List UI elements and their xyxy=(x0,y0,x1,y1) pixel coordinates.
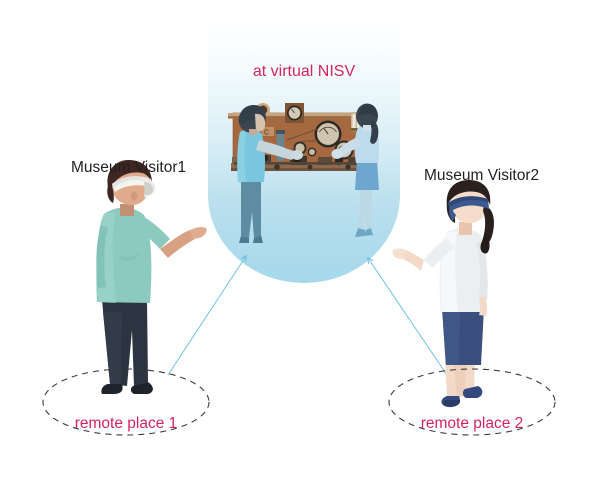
virtual-space-title: at virtual NISV xyxy=(253,63,356,80)
visitor1-label: Museum Visitor1 xyxy=(71,159,186,176)
svg-text:C: C xyxy=(264,130,269,137)
person-visitor1: Museum Visitor1 xyxy=(71,159,207,394)
visitor2-label: Museum Visitor2 xyxy=(424,167,539,184)
person-visitor2: Museum Visitor2 xyxy=(392,167,539,408)
avatar-visitor1 xyxy=(237,105,303,243)
link-visitor2-to-virtual xyxy=(368,258,448,376)
link-visitor1-to-virtual xyxy=(167,256,246,376)
remote-place-2-ellipse xyxy=(388,368,556,436)
remote-place-2-label: remote place 2 xyxy=(421,415,524,432)
remote-place-1-group: remote place 1 xyxy=(42,368,210,436)
connector-arrows xyxy=(167,256,448,376)
remote-place-1-ellipse xyxy=(42,368,210,436)
remote-place-1-label: remote place 1 xyxy=(75,415,178,432)
remote-place-2-group: remote place 2 xyxy=(388,368,556,436)
virtual-space-panel: PH C xyxy=(208,25,400,283)
avatar-visitor2 xyxy=(331,103,379,237)
